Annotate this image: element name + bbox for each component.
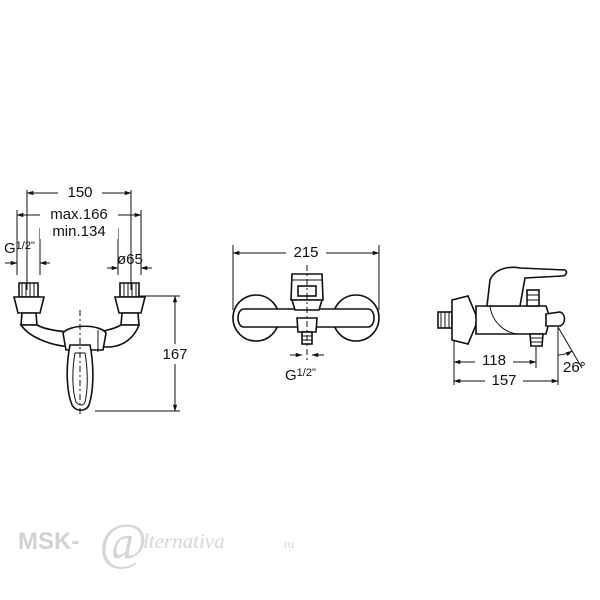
side-view: 118 157 26° [437, 266, 586, 389]
dim-min-text: min.134 [52, 223, 105, 240]
watermark-left: MSK- [18, 528, 79, 555]
diameter-label: ø65 [117, 251, 143, 268]
top-view: 215 G1/2" [232, 242, 380, 384]
thread-label-front: G1/2" [4, 240, 35, 257]
watermark-logo: MSK- @ lternativa .ru [18, 514, 294, 571]
watermark-at: @ [99, 514, 147, 571]
angle-text: 26° [563, 359, 586, 376]
watermark-right: lternativa [143, 529, 225, 553]
dim-max-text: max.166 [50, 206, 108, 223]
dim-157-text: 157 [491, 372, 516, 389]
thread-label-top: G1/2" [285, 367, 316, 384]
front-view: 150 max.166 min.134 G1/2" ø65 [4, 182, 192, 415]
dim-118-text: 118 [482, 352, 506, 369]
watermark-tld: .ru [281, 539, 294, 551]
dim-215-text: 215 [293, 244, 318, 261]
dim-150-text: 150 [67, 184, 92, 201]
dim-167-text: 167 [162, 346, 187, 363]
